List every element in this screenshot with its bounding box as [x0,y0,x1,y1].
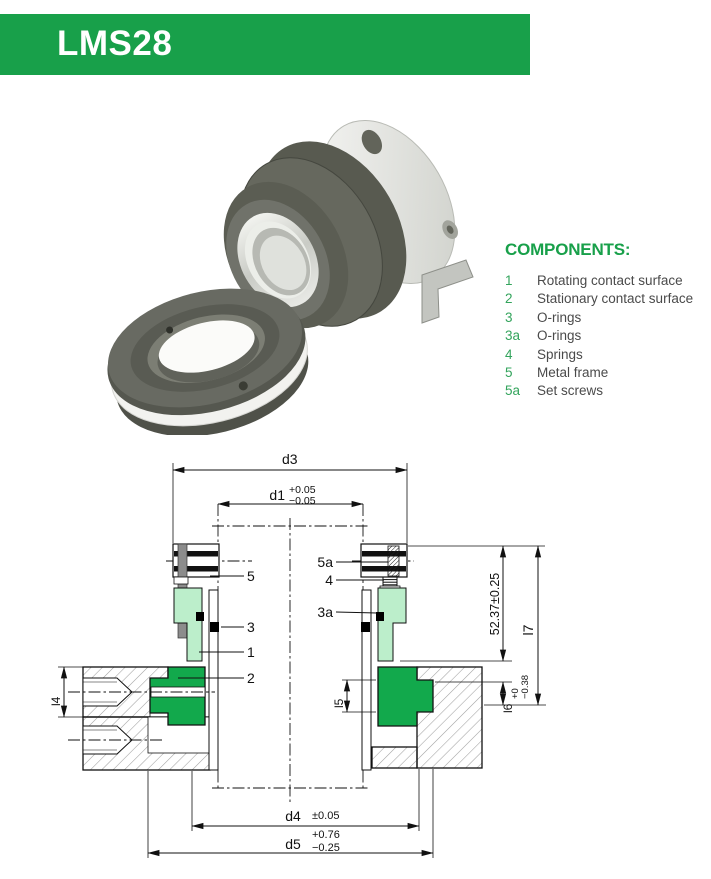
dim-d1-tol-plus: +0.05 [289,484,316,496]
extension-lines [58,463,546,858]
collar-right [360,543,408,591]
dim-l6-label: l6 [501,703,515,713]
component-label: Springs [537,346,583,362]
components-panel: COMPONENTS: 1 Rotating contact surface 2… [505,240,705,402]
product-photo [95,90,485,437]
component-number: 5a [505,383,521,399]
part-label-3a: 3a [317,604,333,620]
seat-ring-photo [107,288,309,437]
dim-d5-tol-plus: +0.76 [312,829,340,841]
seal-photo-svg [107,119,474,437]
o-rings [196,612,384,632]
shaft-sleeve-left [208,589,219,771]
dim-d5-label: d5 [285,836,301,852]
cross-section-svg: d3 d1 +0.05 −0.05 d4 ±0.05 d5 +0.76 −0.2… [49,451,546,858]
part-label-3: 3 [247,619,255,635]
o-ring-3a [376,612,384,621]
components-heading: COMPONENTS: [505,240,631,259]
page-title: LMS28 [57,24,173,63]
component-number: 5 [505,364,513,380]
dim-d1-tol-minus: −0.05 [289,495,316,507]
dim-height-label: 52.37±0.25 [488,573,502,636]
side-hole [238,381,248,391]
part-label-2: 2 [247,670,255,686]
label-leaders [178,561,388,679]
dimension-lines [60,466,542,857]
component-label: Rotating contact surface [537,273,683,288]
seat-section-right [377,666,434,727]
dim-d4-tol: ±0.05 [312,810,339,822]
dim-l7-label: l7 [520,624,536,635]
component-label: O-rings [537,309,582,325]
dim-d4-label: d4 [285,808,301,824]
component-item: 4 Springs [505,347,705,365]
component-item: 2 Stationary contact surface [505,291,705,309]
part-label-1: 1 [247,644,255,660]
technical-drawing: d3 d1 +0.05 −0.05 d4 ±0.05 d5 +0.76 −0.2… [0,445,711,879]
component-number: 4 [505,346,513,362]
set-screw-section [387,545,400,577]
component-item: 3 O-rings [505,310,705,328]
component-number: 1 [505,273,513,288]
dim-l6-tol-minus: −0.38 [520,675,531,699]
part-label-4: 4 [325,572,333,588]
component-item: 5 Metal frame [505,365,705,383]
pin-hole [166,326,174,334]
component-number: 3a [505,328,521,344]
component-item: 5a Set screws [505,383,705,401]
part-label-5: 5 [247,568,255,584]
component-label: Set screws [537,383,604,399]
component-item: 3a O-rings [505,328,705,346]
part-label-5a: 5a [317,554,333,570]
dim-l4-label: l4 [49,696,63,706]
screw-hole-upper [82,677,133,707]
component-label: O-rings [537,328,582,344]
header-bar: LMS28 [0,14,530,75]
component-item: 1 Rotating contact surface [505,273,705,291]
dim-d5-tol-minus: −0.25 [312,842,340,854]
rotating-face-left [173,587,203,662]
o-ring-3 [210,622,219,632]
dim-l5-label: l5 [332,698,346,708]
screw-axes [68,691,215,741]
dim-l6-tol-plus: +0 [510,688,521,699]
screw-hole-lower [82,725,133,755]
component-label: Metal frame [537,364,609,380]
rotating-face-right [377,587,407,662]
component-label: Stationary contact surface [537,291,694,307]
component-number: 2 [505,291,513,307]
spring-section [382,576,398,586]
dim-d1-label: d1 [269,487,285,503]
component-number: 3 [505,309,513,325]
dim-d3-label: d3 [282,451,298,467]
drive-tab [421,259,474,324]
